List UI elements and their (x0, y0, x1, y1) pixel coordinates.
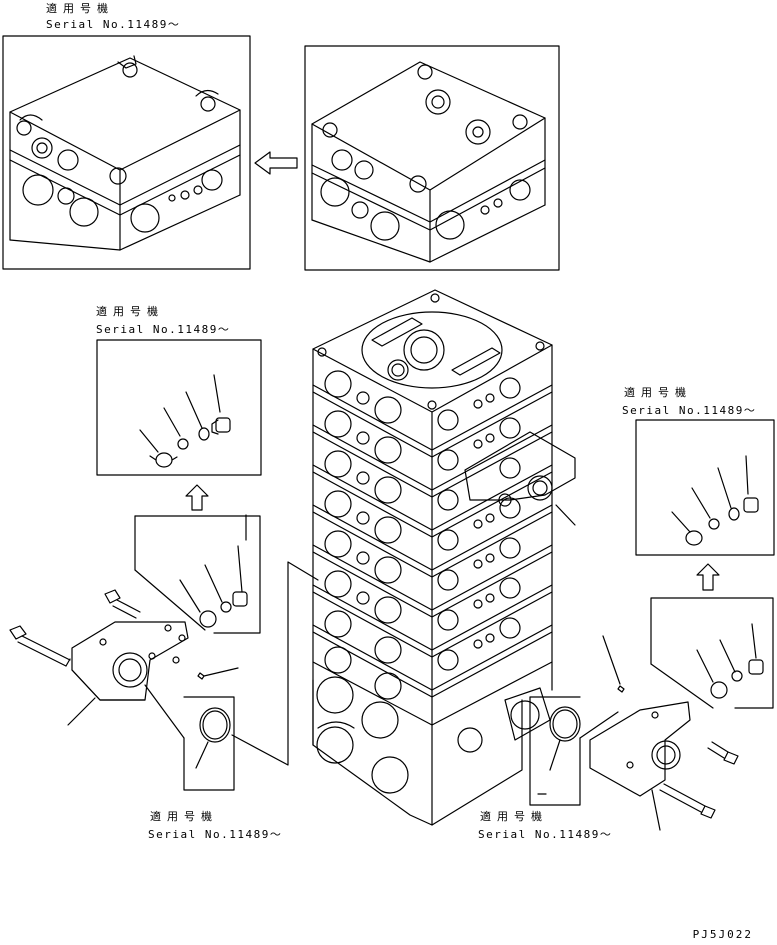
parts-right-inset (672, 456, 758, 545)
inset-frame-right-lower (651, 598, 773, 708)
callout-bottom-right-serial: Serial No.11489～ (478, 828, 613, 841)
callout-bottom-right-jp: 適用号機 (480, 810, 548, 823)
flange-right (590, 702, 690, 830)
o-ring-left (200, 708, 230, 742)
bolt-right-short (708, 742, 738, 764)
bolt-left-long (10, 626, 70, 666)
plug-left (198, 668, 238, 679)
bolt-right-long (660, 784, 715, 818)
arrow-up-icon (697, 564, 719, 590)
inset-frame-top-right (305, 46, 559, 270)
inset-frame-left (97, 340, 261, 475)
parts-left-inset (140, 375, 230, 467)
o-ring-right (550, 707, 580, 741)
parts-left-lower (180, 515, 247, 627)
bolt-left-short (105, 590, 140, 618)
callout-right-jp: 適用号機 (624, 386, 692, 399)
inset-frame-bottom-right (530, 697, 580, 805)
inset-frame-bottom-left (184, 697, 234, 790)
parts-right-lower (697, 624, 763, 698)
inset-frame-right (636, 420, 774, 555)
valve-block-top-left (10, 56, 240, 250)
arrow-up-icon (186, 485, 208, 510)
inset-frame-left-lower (135, 516, 260, 633)
arrow-left-icon (255, 152, 297, 174)
callout-right-serial: Serial No.11489～ (622, 404, 757, 417)
callout-left-jp: 適用号機 (96, 305, 164, 318)
callout-bottom-left-serial: Serial No.11489～ (148, 828, 283, 841)
plug-right (603, 636, 624, 692)
inset-frame-top-left (3, 36, 250, 269)
callout-top-serial: Serial No.11489～ (46, 18, 181, 31)
callout-left-serial: Serial No.11489～ (96, 323, 231, 336)
flange-left (68, 622, 188, 725)
control-valve-stack (313, 290, 575, 825)
drawing-code: PJ5J022 (692, 928, 753, 941)
valve-block-top-right (312, 62, 545, 262)
callout-top-jp: 適用号機 (46, 2, 114, 15)
callout-bottom-left-jp: 適用号機 (150, 810, 218, 823)
